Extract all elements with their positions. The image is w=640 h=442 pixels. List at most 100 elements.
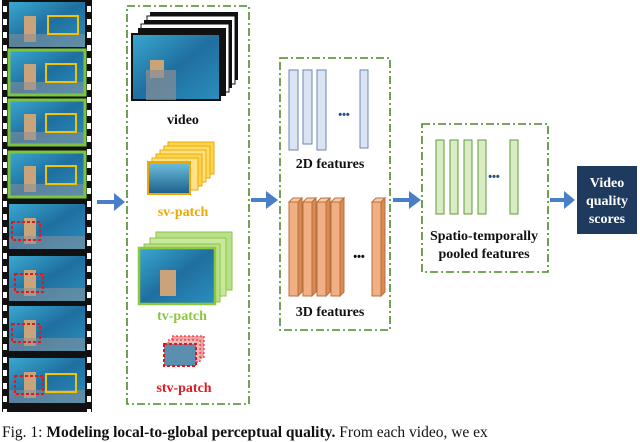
sprocket-hole	[87, 188, 91, 194]
sprocket-hole	[3, 201, 7, 207]
sprocket-hole	[87, 175, 91, 181]
pooled-feature-bar	[463, 139, 473, 215]
sprocket-hole	[87, 6, 91, 12]
ellipsis-2d: •••	[338, 109, 350, 121]
stv-patch-highlight	[14, 273, 44, 293]
sprocket-hole	[3, 253, 7, 259]
feature-2d-bar	[316, 69, 327, 151]
frame-ground	[9, 132, 85, 145]
feature-3d-bar-side	[380, 196, 386, 298]
arrow-features-to-pooled	[393, 191, 421, 209]
sprocket-hole	[87, 279, 91, 285]
pooled-label-line2: pooled features	[438, 247, 530, 262]
tv-patch-highlight	[7, 150, 87, 199]
pooled-feature-bar	[509, 139, 519, 215]
arrow-patches-to-features	[251, 191, 278, 209]
sv-patch-stack	[147, 141, 215, 195]
sprocket-hole	[3, 45, 7, 51]
sprocket-hole	[87, 409, 91, 415]
ellipsis-pooled: •••	[488, 171, 500, 183]
sprocket-hole	[87, 357, 91, 363]
2d-feature-bars	[288, 69, 369, 151]
feature-3d-bar	[316, 201, 327, 297]
sprocket-hole	[3, 6, 7, 12]
sprocket-hole	[87, 149, 91, 155]
video-stack	[131, 12, 238, 101]
sprocket-hole	[3, 188, 7, 194]
output-label-line1: Video	[590, 176, 624, 191]
sprocket-hole	[87, 162, 91, 168]
sprocket-hole	[87, 97, 91, 103]
sprocket-hole	[3, 227, 7, 233]
sprocket-hole	[3, 71, 7, 77]
sprocket-hole	[3, 292, 7, 298]
patch-sampling-box	[126, 5, 250, 405]
sprocket-hole	[87, 45, 91, 51]
sprocket-hole	[87, 123, 91, 129]
sv-patch-highlight	[47, 15, 79, 35]
sprocket-hole	[3, 240, 7, 246]
tv-patch-stack	[137, 231, 233, 306]
feature-3d-bar-side	[339, 196, 345, 298]
sprocket-hole	[87, 266, 91, 272]
sprocket-hole	[3, 97, 7, 103]
sprocket-hole	[87, 292, 91, 298]
3d-feature-bars	[287, 196, 387, 298]
feature-3d-bar-side	[311, 196, 317, 298]
sprocket-hole	[87, 227, 91, 233]
stv-patch-highlight	[11, 323, 41, 343]
sprocket-hole	[87, 396, 91, 402]
frame-ground	[9, 338, 85, 351]
video-label: video	[167, 113, 199, 128]
output-label-line3: scores	[589, 212, 626, 227]
frame-ground	[9, 82, 85, 95]
sprocket-hole	[3, 19, 7, 25]
figure-caption: Fig. 1: Modeling local-to-global percept…	[2, 424, 640, 442]
sprocket-hole	[3, 357, 7, 363]
caption-prefix: Fig. 1:	[2, 424, 43, 441]
sprocket-hole	[87, 240, 91, 246]
sprocket-hole	[3, 266, 7, 272]
pooled-feature-bars	[435, 139, 519, 215]
sprocket-hole	[87, 71, 91, 77]
feature-3d-bar-side	[325, 196, 331, 298]
sprocket-hole	[3, 305, 7, 311]
sprocket-hole	[3, 84, 7, 90]
feature-3d-bar-side	[297, 196, 303, 298]
3d-features-label: 3D features	[296, 305, 365, 320]
sprocket-hole	[3, 149, 7, 155]
frame-ground	[9, 184, 85, 197]
tv-patch-highlight	[7, 98, 87, 147]
sprocket-hole	[87, 331, 91, 337]
sprocket-hole	[3, 370, 7, 376]
feature-2d-bar	[288, 69, 299, 151]
pooled-label-line1: Spatio-temporally	[430, 229, 538, 244]
sv-patch-label: sv-patch	[158, 205, 209, 220]
quality-score-box	[577, 166, 637, 234]
stv-patch-stack	[163, 335, 205, 367]
frame-ground	[9, 288, 85, 301]
sprocket-hole	[87, 84, 91, 90]
output-label-line2: quality	[586, 194, 628, 209]
sprocket-hole	[87, 214, 91, 220]
sprocket-hole	[87, 201, 91, 207]
sprocket-hole	[3, 136, 7, 142]
video-frames	[7, 2, 87, 403]
frame-ground	[9, 34, 85, 47]
caption-rest: From each video, we ex	[339, 424, 488, 441]
sv-patch-highlight	[45, 113, 77, 133]
sprocket-hole	[3, 162, 7, 168]
sprocket-hole	[3, 318, 7, 324]
sprocket-hole	[3, 409, 7, 415]
arrow-film-to-patches	[97, 193, 125, 211]
sprocket-hole	[87, 110, 91, 116]
sv-patch-highlight	[45, 165, 77, 185]
sprocket-hole	[3, 123, 7, 129]
sprocket-hole	[87, 253, 91, 259]
stv-patch-label: stv-patch	[156, 381, 211, 396]
sprocket-hole	[87, 58, 91, 64]
pooled-feature-bar	[477, 139, 487, 215]
sprocket-hole	[3, 331, 7, 337]
sprocket-hole	[3, 344, 7, 350]
